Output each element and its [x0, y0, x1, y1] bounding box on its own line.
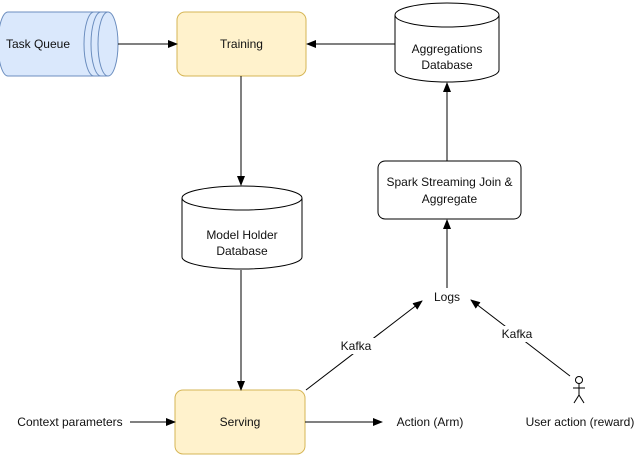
context-parameters-label: Context parameters — [17, 415, 122, 429]
edge-label-kafka-right: Kafka — [502, 327, 533, 341]
action-arm-label: Action (Arm) — [397, 415, 464, 429]
spark-streaming-box — [377, 160, 522, 220]
serving-node: Serving — [174, 389, 306, 455]
aggregations-database-label-1: Aggregations — [412, 42, 483, 56]
spark-streaming-label-2: Aggregate — [422, 192, 478, 206]
aggregations-database-node: Aggregations Database — [394, 2, 500, 83]
spark-streaming-label-1: Spark Streaming Join & — [386, 175, 512, 189]
task-queue-node: Task Queue — [0, 11, 119, 77]
model-holder-database-node: Model Holder Database — [181, 185, 303, 270]
training-label: Training — [220, 37, 263, 51]
spark-streaming-node: Spark Streaming Join & Aggregate — [377, 160, 522, 220]
model-holder-database-label-2: Database — [216, 244, 268, 258]
training-node: Training — [176, 11, 307, 77]
model-holder-database-label-1: Model Holder — [206, 228, 277, 242]
task-queue-label: Task Queue — [6, 37, 70, 51]
model-holder-database-shape — [181, 198, 303, 270]
user-action-label: User action (reward) — [526, 415, 635, 429]
aggregations-database-label-2: Database — [421, 58, 473, 72]
user-actor-icon — [573, 376, 585, 404]
edge-label-kafka-left: Kafka — [341, 339, 372, 353]
serving-label: Serving — [220, 415, 261, 429]
logs-label: Logs — [434, 290, 460, 304]
